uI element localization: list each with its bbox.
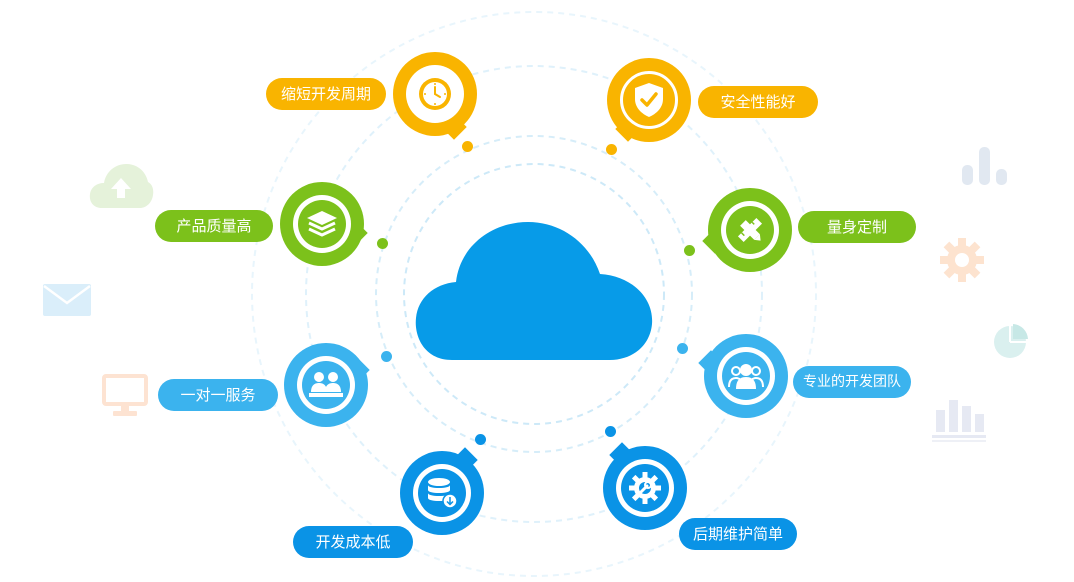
shield-check-icon xyxy=(635,83,663,117)
layers-icon xyxy=(307,211,337,237)
connector-dot xyxy=(377,238,388,249)
bar-chart-icon xyxy=(962,147,1007,185)
connector-dot xyxy=(381,351,392,362)
connector-dot xyxy=(606,144,617,155)
gear-wrench-icon xyxy=(629,472,661,504)
connector-dot xyxy=(684,245,695,256)
feature-bubble xyxy=(280,182,368,266)
feature-bubble xyxy=(284,343,370,427)
mail-icon xyxy=(43,284,91,316)
feature-bubble xyxy=(698,334,788,418)
pie-chart-icon xyxy=(994,324,1028,358)
connector-dot xyxy=(605,426,616,437)
feature-label: 开发成本低 xyxy=(293,526,413,558)
feature-label: 缩短开发周期 xyxy=(266,78,386,110)
database-download-icon xyxy=(428,478,458,509)
gear-icon xyxy=(940,238,984,282)
cloud-icon xyxy=(415,222,653,360)
feature-label: 后期维护简单 xyxy=(679,518,797,550)
monitor-icon xyxy=(102,374,148,416)
feature-label: 产品质量高 xyxy=(155,210,273,242)
connector-dot xyxy=(677,343,688,354)
team-icon xyxy=(728,364,764,389)
feature-bubble xyxy=(702,188,792,272)
clock-icon xyxy=(419,78,451,110)
pencil-ruler-icon xyxy=(737,217,763,243)
feature-label: 专业的开发团队 xyxy=(793,366,911,398)
cloud-upload-icon xyxy=(89,164,154,208)
feature-bubble xyxy=(607,58,691,142)
feature-label: 安全性能好 xyxy=(698,86,818,118)
connector-dot xyxy=(475,434,486,445)
feature-bubble xyxy=(393,52,477,140)
feature-label: 一对一服务 xyxy=(158,379,278,411)
connector-dot xyxy=(462,141,473,152)
feature-label: 量身定制 xyxy=(798,211,916,243)
people-desk-icon xyxy=(309,372,343,397)
feature-bubble xyxy=(400,447,484,535)
bar-chart-grid-icon xyxy=(932,400,986,442)
feature-bubble xyxy=(603,442,687,530)
